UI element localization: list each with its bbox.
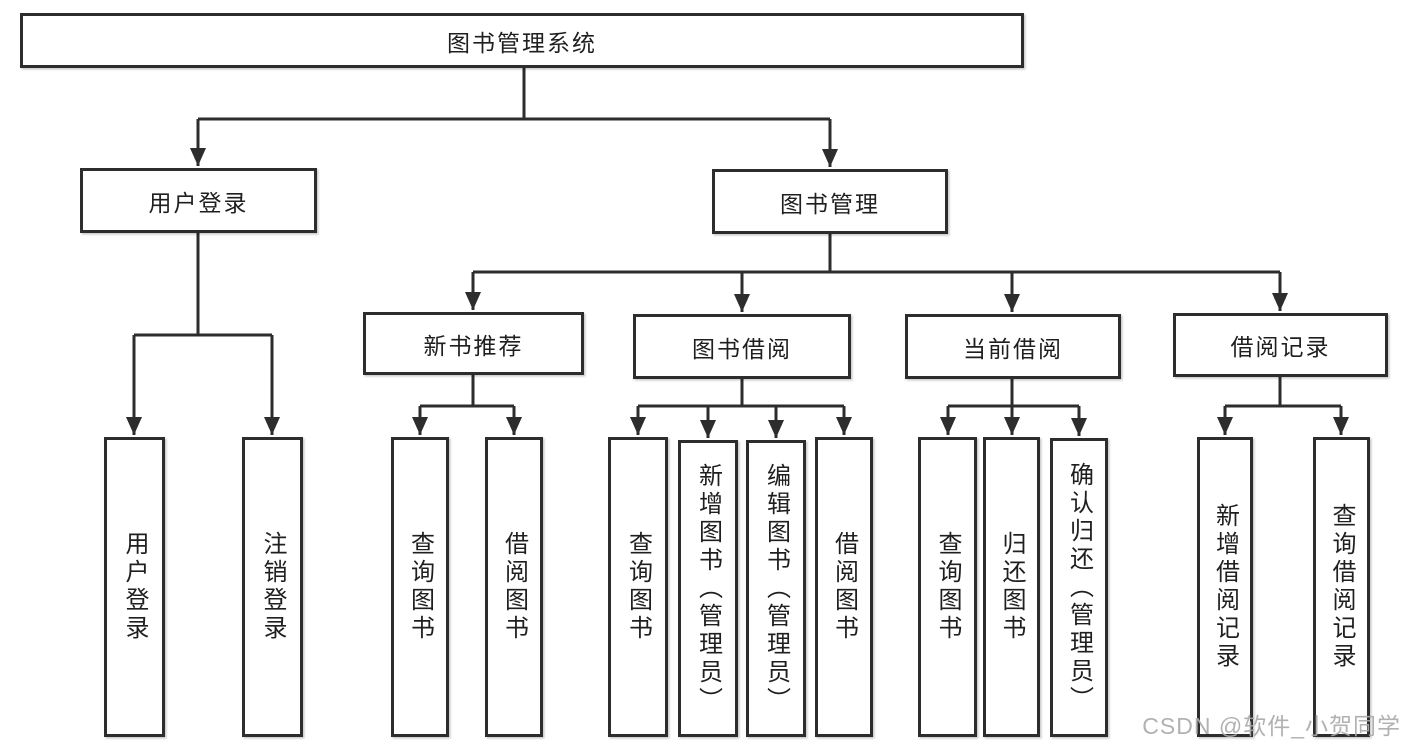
leaf-query-borrow-record: 查询借阅记录 (1313, 437, 1370, 737)
leaf-borrow-books-borrowing: 借阅图书 (815, 437, 873, 737)
leaf-query-books-borrowing: 查询图书 (608, 437, 668, 737)
node-book-borrowing: 图书借阅 (633, 314, 851, 379)
leaf-borrow-books-recommend: 借阅图书 (485, 437, 543, 737)
node-new-book-recommendation: 新书推荐 (363, 312, 584, 375)
leaf-user-login: 用户登录 (104, 437, 165, 737)
leaf-add-books-admin: 新增图书（管理员） (678, 440, 738, 737)
node-book-management: 图书管理 (712, 169, 948, 234)
leaf-edit-books-admin: 编辑图书（管理员） (746, 440, 806, 737)
node-library-management-system: 图书管理系统 (20, 13, 1024, 68)
leaf-query-books-recommend: 查询图书 (391, 437, 449, 737)
leaf-return-books: 归还图书 (983, 437, 1040, 737)
connector-arrows (126, 119, 1349, 438)
node-borrowing-records: 借阅记录 (1173, 313, 1388, 377)
node-user-login: 用户登录 (80, 168, 317, 233)
leaf-query-books-current: 查询图书 (918, 437, 977, 737)
node-current-borrowing: 当前借阅 (905, 314, 1121, 379)
leaf-confirm-return-admin: 确认归还（管理员） (1050, 438, 1108, 737)
connector-bars (134, 68, 1341, 408)
leaf-logout-login: 注销登录 (242, 437, 303, 737)
csdn-watermark: CSDN @软件_小贺同学 (1142, 713, 1401, 739)
leaf-add-borrow-record: 新增借阅记录 (1197, 437, 1253, 737)
